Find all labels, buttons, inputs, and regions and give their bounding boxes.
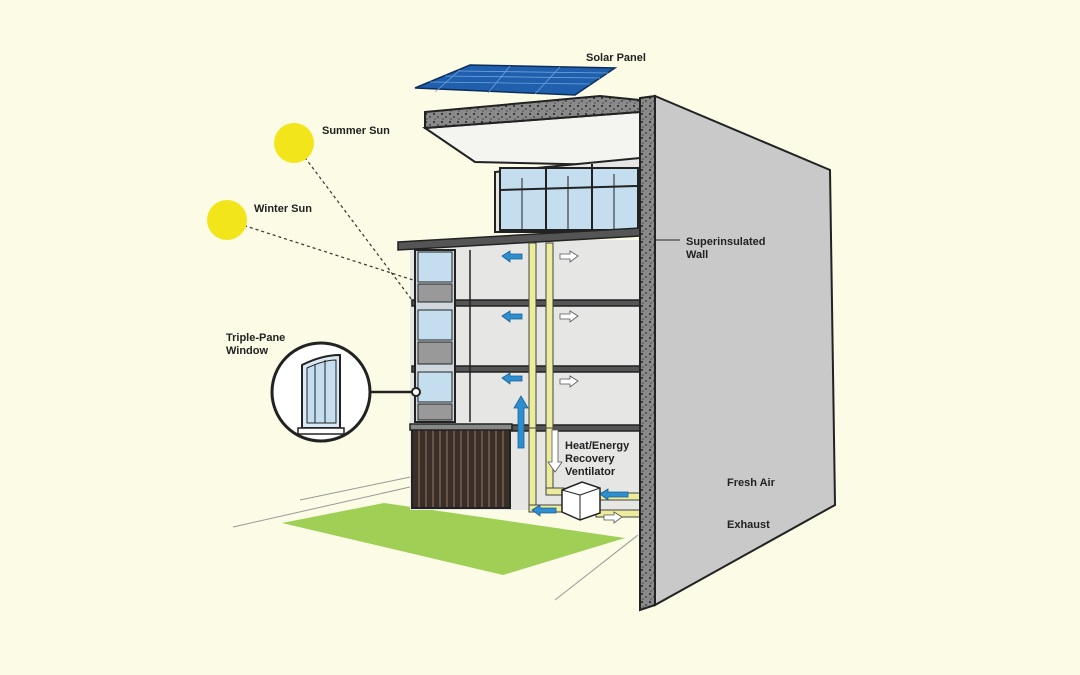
exhaust-label: Exhaust: [727, 519, 770, 531]
ground-floor-louvers: [409, 423, 513, 509]
fresh-air-label: Fresh Air: [727, 477, 775, 489]
facade-windows: [414, 249, 471, 423]
sun-rays: [226, 142, 414, 301]
lawn: [282, 503, 625, 575]
winter-sun-label: Winter Sun: [254, 203, 312, 215]
ground-lines: [232, 474, 639, 601]
triple-pane-window-label: Triple-Pane Window: [226, 332, 286, 357]
ventilator-unit: [561, 481, 601, 521]
superinsulated-wall: [639, 94, 837, 612]
solar-panel: [414, 64, 618, 96]
ventilator-label: Heat/Energy Recovery Ventilator: [565, 440, 630, 478]
superinsulated-wall-label: Superinsulated Wall: [686, 236, 766, 261]
top-floor-windows: [499, 164, 639, 231]
window-section-icon: [297, 353, 345, 435]
winter-sun-icon: [207, 200, 247, 240]
solar-panel-label: Solar Panel: [586, 52, 646, 64]
triple-pane-window-callout: [270, 341, 421, 443]
summer-sun-label: Summer Sun: [322, 125, 390, 137]
summer-sun-icon: [274, 123, 314, 163]
